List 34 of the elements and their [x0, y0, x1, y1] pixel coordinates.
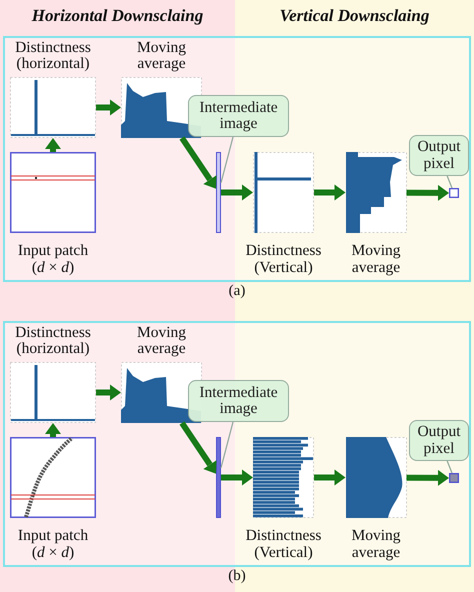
arrow: [406, 470, 449, 486]
arrow: [180, 136, 217, 189]
plot-title: Distinctness (Vertical): [244, 243, 322, 276]
arrow: [221, 470, 253, 486]
callout-bubble: Output pixel: [409, 135, 469, 176]
plot-title: Moving average: [350, 243, 402, 276]
arrow: [96, 384, 121, 400]
leader-line: [220, 136, 234, 184]
callout-bubble: Intermediate image: [188, 95, 289, 137]
panel-label: (a): [228, 283, 246, 300]
plot-title: Distinctness (Vertical): [244, 528, 322, 561]
arrow: [180, 421, 217, 474]
panel-label: (b): [227, 568, 247, 585]
leader-line: [446, 176, 453, 188]
plot-title: Moving average: [350, 528, 402, 561]
plot-title: Distinctness (horizontal): [14, 40, 92, 73]
plot-title: Input patch (d × d): [16, 528, 90, 561]
section-title: Horizontal Downsclaing: [30, 6, 204, 26]
leader-line: [220, 422, 234, 468]
arrow: [96, 100, 121, 116]
arrow: [221, 184, 253, 200]
callout-bubble: Intermediate image: [188, 380, 289, 422]
leader-line: [446, 460, 453, 474]
arrow: [45, 423, 61, 437]
plot-title: Moving average: [136, 40, 188, 73]
callout-bubble: Output pixel: [409, 420, 469, 461]
section-title: Vertical Downsclaing: [278, 6, 430, 26]
plot-title: Moving average: [136, 325, 188, 358]
arrow: [314, 470, 346, 486]
plot-title: Input patch (d × d): [16, 243, 90, 276]
arrow: [45, 138, 61, 152]
arrow: [314, 184, 346, 200]
plot-title: Distinctness (horizontal): [14, 325, 92, 358]
arrow: [406, 184, 449, 201]
